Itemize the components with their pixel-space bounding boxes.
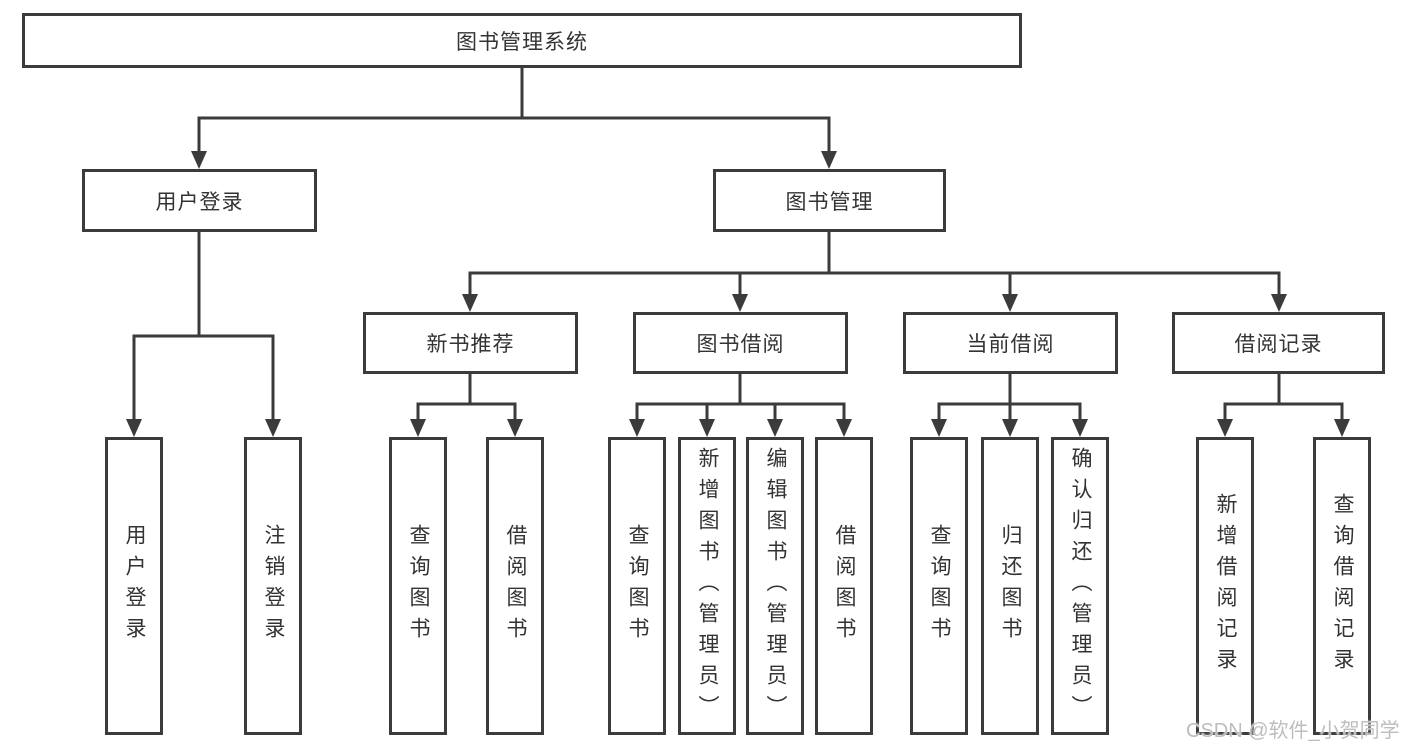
node-borrow-record: 借阅记录 bbox=[1172, 312, 1385, 374]
leaf-recommend-query-book-label: 查询图书 bbox=[407, 524, 430, 648]
leaf-logout: 注销登录 bbox=[244, 437, 302, 735]
branch-user-login bbox=[126, 232, 281, 437]
branch-new-book-recommend bbox=[410, 374, 523, 437]
leaf-confirm-return-admin-label: 确认归还（管理员） bbox=[1069, 446, 1092, 726]
leaf-edit-book-admin: 编辑图书（管理员） bbox=[746, 437, 804, 735]
leaf-return-book-label: 归还图书 bbox=[999, 524, 1022, 648]
node-current-borrow: 当前借阅 bbox=[903, 312, 1118, 374]
node-user-login: 用户登录 bbox=[82, 169, 317, 232]
node-book-management: 图书管理 bbox=[713, 169, 946, 232]
leaf-borrow-book-label: 借阅图书 bbox=[833, 524, 856, 648]
leaf-confirm-return-admin: 确认归还（管理员） bbox=[1051, 437, 1109, 735]
leaf-add-book-admin: 新增图书（管理员） bbox=[678, 437, 736, 735]
watermark-text: CSDN @软件_小贺同学 bbox=[1186, 720, 1400, 742]
leaf-edit-book-admin-label: 编辑图书（管理员） bbox=[764, 446, 787, 726]
node-borrow-record-label: 借阅记录 bbox=[1234, 333, 1323, 356]
node-user-login-label: 用户登录 bbox=[155, 190, 244, 214]
leaf-query-borrow-record: 查询借阅记录 bbox=[1313, 437, 1371, 735]
node-book-borrow-label: 图书借阅 bbox=[696, 333, 785, 356]
branch-borrow-record bbox=[1217, 374, 1350, 437]
node-book-management-label: 图书管理 bbox=[785, 190, 874, 214]
branch-book-management bbox=[462, 232, 1287, 312]
leaf-borrow-book: 借阅图书 bbox=[815, 437, 873, 735]
leaf-add-book-admin-label: 新增图书（管理员） bbox=[696, 446, 719, 726]
branch-root bbox=[191, 68, 837, 169]
leaf-add-borrow-record: 新增借阅记录 bbox=[1196, 437, 1254, 735]
leaf-current-query-book-label: 查询图书 bbox=[928, 524, 951, 648]
leaf-user-login: 用户登录 bbox=[105, 437, 163, 735]
node-book-borrow: 图书借阅 bbox=[633, 312, 848, 374]
branch-current-borrow bbox=[931, 374, 1088, 437]
node-current-borrow-label: 当前借阅 bbox=[966, 333, 1055, 356]
node-root-label: 图书管理系统 bbox=[456, 30, 588, 54]
leaf-user-login-label: 用户登录 bbox=[123, 524, 146, 648]
leaf-return-book: 归还图书 bbox=[981, 437, 1039, 735]
branch-book-borrow bbox=[629, 374, 852, 437]
leaf-add-borrow-record-label: 新增借阅记录 bbox=[1214, 493, 1237, 679]
node-root: 图书管理系统 bbox=[22, 13, 1022, 68]
leaf-current-query-book: 查询图书 bbox=[910, 437, 968, 735]
leaf-recommend-borrow-book-label: 借阅图书 bbox=[504, 524, 527, 648]
leaf-logout-label: 注销登录 bbox=[262, 524, 285, 648]
node-new-book-recommend: 新书推荐 bbox=[363, 312, 578, 374]
leaf-borrow-query-book: 查询图书 bbox=[608, 437, 666, 735]
leaf-query-borrow-record-label: 查询借阅记录 bbox=[1331, 493, 1354, 679]
leaf-borrow-query-book-label: 查询图书 bbox=[626, 524, 649, 648]
leaf-recommend-borrow-book: 借阅图书 bbox=[486, 437, 544, 735]
leaf-recommend-query-book: 查询图书 bbox=[389, 437, 447, 735]
node-new-book-recommend-label: 新书推荐 bbox=[426, 333, 515, 356]
